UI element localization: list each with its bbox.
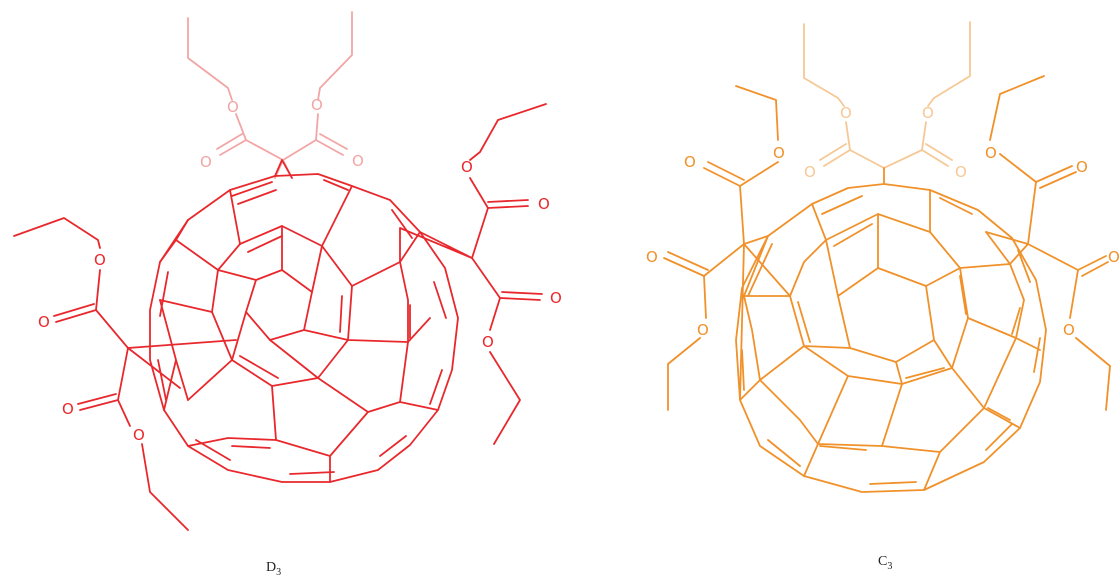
c3-back-carbonyl-left — [819, 143, 851, 167]
c3-right-ester-top — [999, 153, 1037, 245]
d3-oxygen-label: O — [38, 313, 50, 331]
d3-back-ethyl-right — [317, 11, 353, 101]
d3-back-ester-left — [235, 113, 284, 161]
c3-oxygen-label: O — [1076, 158, 1088, 176]
c3-left-carbonyl-top — [703, 161, 745, 187]
caption-d3-subscript: 3 — [276, 566, 282, 578]
d3-back-carbonyl-left — [216, 133, 247, 156]
d3-right-ester-bottom — [471, 257, 501, 331]
d3-oxygen-label: O — [94, 251, 106, 269]
c3-oxygen-label: O — [697, 321, 709, 339]
c3-back-ester-left — [845, 121, 885, 169]
d3-oxygen-label: O — [133, 426, 145, 444]
c3-oxygen-label: O — [1063, 321, 1075, 339]
c3-oxygen-label: O — [1108, 248, 1120, 266]
c3-back-ester-right — [883, 121, 927, 169]
c3-right-ethyl-top — [989, 75, 1045, 141]
d3-left-ester-bottom — [117, 347, 131, 427]
d3-oxygen-label: O — [538, 195, 550, 213]
molecule-d3: O O O O O O O O O O O O — [13, 11, 562, 531]
c3-back-carbonyl-right — [921, 143, 953, 167]
c3-fullerene-cage — [735, 167, 1047, 493]
c3-back-malonate — [803, 21, 971, 169]
c3-oxygen-label: O — [646, 248, 658, 266]
d3-oxygen-label: O — [352, 152, 364, 170]
c3-back-ethyl-right — [927, 21, 971, 107]
d3-left-ethyl-bottom — [141, 443, 189, 531]
c3-left-ester-bottom — [703, 243, 745, 319]
c3-cage-spokes — [743, 189, 1017, 447]
d3-right-ester-top — [469, 177, 489, 259]
d3-oxygen-label: O — [62, 400, 74, 418]
d3-cage-spokes — [159, 185, 409, 441]
d3-left-carbonyl-bottom — [77, 393, 119, 411]
c3-oxygen-label: O — [684, 153, 696, 171]
c3-oxygen-label: O — [985, 144, 997, 162]
d3-oxygen-label: O — [200, 153, 212, 171]
c3-right-carbonyl-bottom — [1077, 255, 1109, 277]
c3-cage-double-bonds — [741, 195, 1041, 485]
d3-left-carbonyl-top — [53, 303, 97, 323]
c3-oxygen-label: O — [922, 104, 934, 122]
d3-cage-attach-left — [127, 339, 237, 389]
d3-left-ethyl-top — [13, 217, 101, 249]
d3-oxygen-labels: O O O O O O O O O O O O — [38, 96, 562, 444]
d3-right-carbonyl-top — [487, 199, 529, 209]
d3-back-ester-right — [282, 113, 319, 161]
d3-cage-double-bonds — [157, 179, 447, 475]
c3-right-malonate — [989, 75, 1111, 411]
d3-fullerene-cage — [127, 159, 473, 483]
c3-left-ester-top — [739, 161, 779, 245]
c3-left-malonate — [663, 85, 779, 411]
d3-cage-outline — [149, 173, 459, 483]
caption-c3-main: C — [878, 554, 888, 569]
c3-left-ethyl-bottom — [667, 337, 701, 411]
d3-cage-outer-pentagons — [159, 219, 439, 483]
d3-right-carbonyl-bottom — [499, 291, 543, 301]
molecule-c3: O O O O O O O O O O O O — [646, 21, 1120, 493]
c3-cage-attach-right — [985, 231, 1029, 265]
d3-oxygen-label: O — [311, 96, 323, 114]
d3-back-malonate — [187, 11, 353, 179]
d3-left-ester-top — [95, 269, 129, 349]
caption-d3-main: D — [266, 560, 277, 575]
d3-right-ethyl-bottom — [489, 351, 521, 445]
c3-oxygen-label: O — [840, 104, 852, 122]
c3-right-ethyl-bottom — [1075, 337, 1111, 411]
c3-cage-attach-left — [739, 235, 791, 401]
caption-c3-subscript: 3 — [887, 560, 893, 572]
d3-oxygen-label: O — [461, 158, 473, 176]
caption-d3: D3 — [266, 560, 281, 578]
c3-cage-outer-pentagons — [739, 231, 1041, 491]
d3-oxygen-label: O — [482, 333, 494, 351]
d3-left-malonate — [13, 217, 189, 531]
d3-oxygen-label: O — [550, 289, 562, 307]
c3-cage-inner-ring — [789, 213, 969, 385]
d3-right-ethyl-top — [469, 103, 547, 161]
d3-oxygen-label: O — [227, 98, 239, 116]
d3-back-carbonyl-right — [315, 133, 348, 156]
d3-cage-attach-top — [274, 159, 293, 179]
c3-left-carbonyl-bottom — [663, 251, 709, 277]
c3-right-carbonyl-top — [1035, 165, 1077, 189]
c3-cage-center — [837, 267, 935, 363]
d3-back-ethyl-left — [187, 17, 233, 101]
c3-oxygen-label: O — [955, 163, 967, 181]
c3-back-ethyl-left — [803, 23, 845, 107]
c3-left-ethyl-top — [735, 85, 779, 141]
c3-oxygen-label: O — [804, 163, 816, 181]
c3-oxygen-labels: O O O O O O O O O O O O — [646, 104, 1120, 339]
caption-c3: C3 — [878, 554, 892, 572]
c3-oxygen-label: O — [773, 144, 785, 162]
d3-right-malonate — [469, 103, 547, 445]
c3-cage-outline — [735, 183, 1047, 493]
